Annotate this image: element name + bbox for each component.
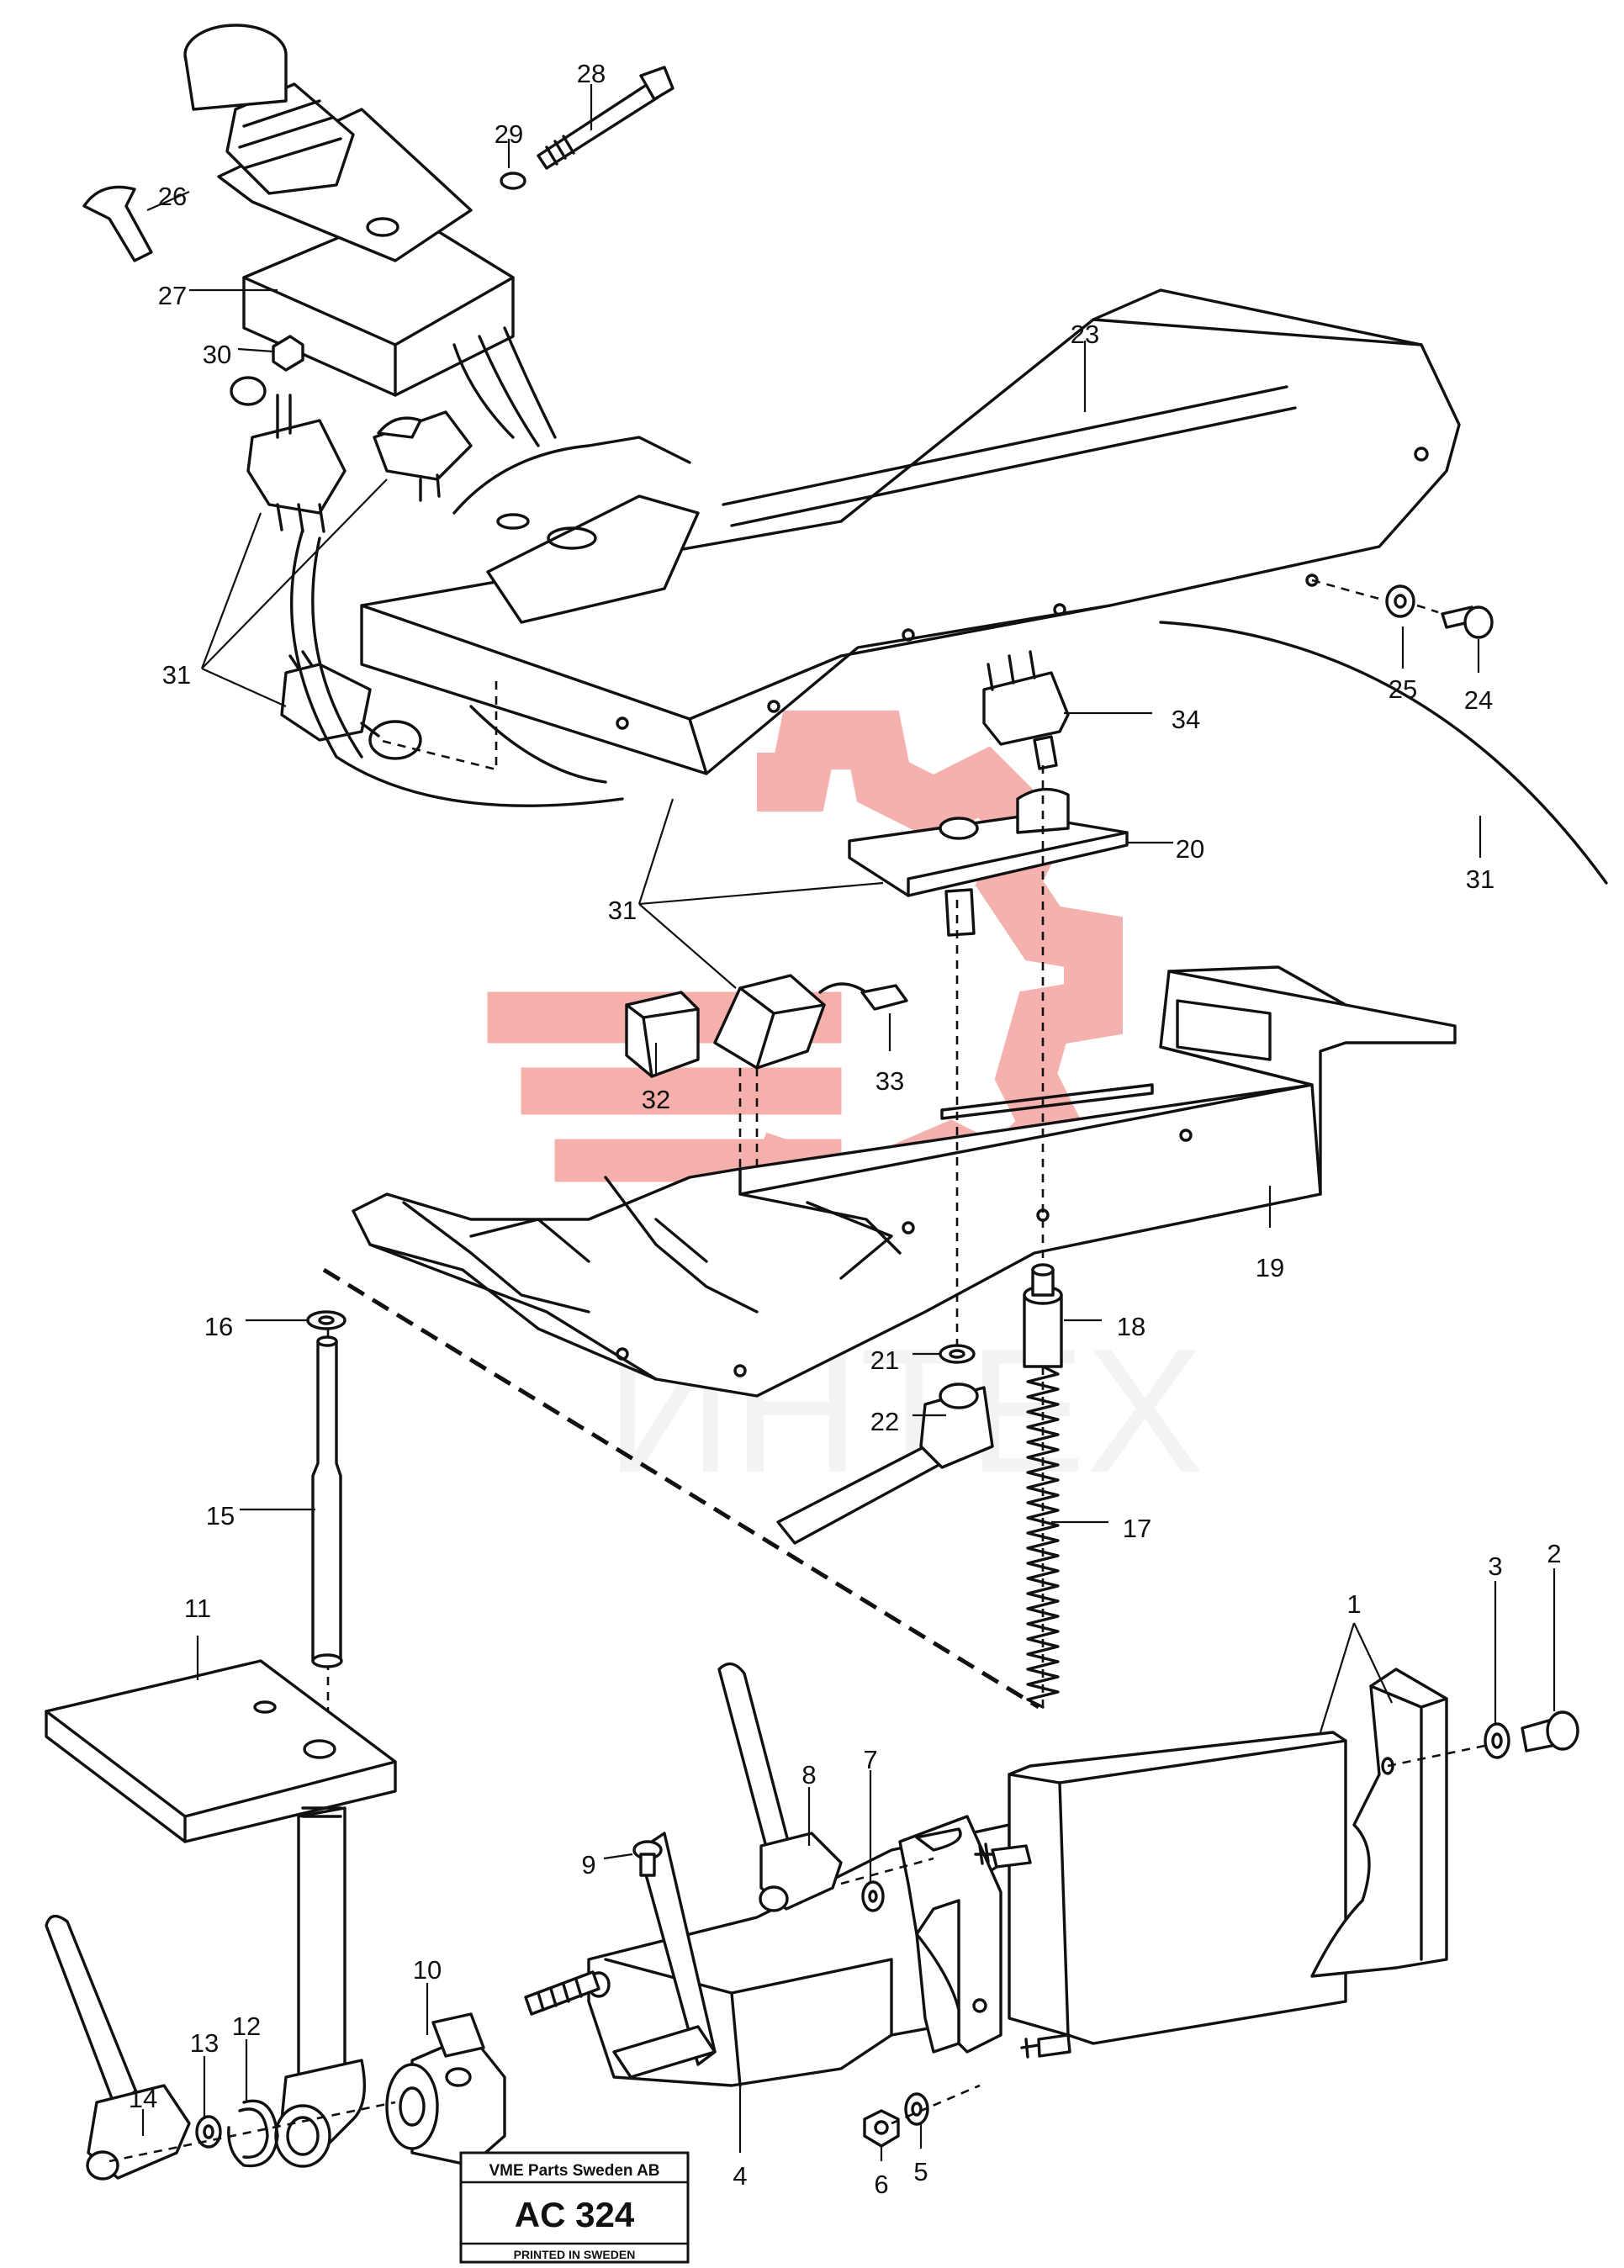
part-34-micro-switch: [982, 650, 1070, 770]
callout-30: 30: [203, 340, 231, 369]
callout-14: 14: [129, 2084, 157, 2113]
callout-21: 21: [870, 1345, 899, 1375]
stamp-code: AC 324: [515, 2195, 635, 2234]
part-21-washer: [939, 1344, 976, 1364]
leaders: [141, 84, 1556, 2161]
part-30-nut: [272, 335, 304, 372]
part-3-washer: [1484, 1722, 1510, 1759]
callout-26: 26: [158, 182, 187, 211]
assembly-line-31: [378, 681, 498, 771]
callout-15: 15: [206, 1501, 235, 1531]
callout-32: 32: [642, 1085, 670, 1114]
part-9-screw: [632, 1840, 663, 1877]
callout-25: 25: [1389, 674, 1417, 704]
assembly-line-1-3: [1387, 1743, 1489, 1768]
callout-10: 10: [413, 1955, 442, 1985]
callout-20: 20: [1176, 834, 1204, 864]
part-11-pedal: [45, 1659, 397, 2168]
part-10-bushing: [385, 2012, 506, 2167]
callout-4: 4: [733, 2161, 747, 2191]
assembly-line-24-25: [1311, 579, 1439, 614]
part-25-washer: [1385, 584, 1415, 618]
callout-11: 11: [184, 1594, 211, 1623]
part-23-console: [289, 288, 1608, 885]
callout-5: 5: [913, 2157, 928, 2186]
part-5-washer: [904, 2092, 929, 2126]
callout-16: 16: [204, 1312, 233, 1341]
part-26-knob: [82, 185, 153, 262]
part-28-bolt: [537, 66, 674, 170]
assembly-line-14-10: [108, 2101, 396, 2163]
callout-22: 22: [870, 1407, 899, 1436]
assembly-line-long: [322, 1267, 1040, 1710]
part-32-relay: [625, 991, 700, 1078]
callout-18: 18: [1117, 1312, 1145, 1341]
part-2-screw: [1521, 1710, 1579, 1753]
callout-33: 33: [875, 1066, 904, 1096]
stud-bolt: [524, 1970, 600, 2016]
part-6-nut: [863, 2109, 900, 2148]
part-15-shaft: [311, 1335, 343, 1668]
callout-7: 7: [863, 1745, 877, 1774]
callout-34: 34: [1172, 705, 1200, 734]
part-24-screw: [1441, 605, 1494, 639]
callout-1: 1: [1346, 1589, 1361, 1619]
part-31-toggle-switch: [230, 376, 346, 533]
callout-31: 31: [608, 896, 637, 925]
callout-3: 3: [1488, 1552, 1502, 1581]
stamp-footer: PRINTED IN SWEDEN: [514, 2248, 636, 2261]
assembly-line-5-6: [891, 2084, 981, 2125]
callout-31: 31: [162, 660, 191, 690]
callout-8: 8: [801, 1760, 816, 1790]
part-1-cover-plate: [974, 1668, 1448, 2059]
callout-24: 24: [1464, 685, 1493, 715]
part-12-circlip: [227, 2099, 279, 2168]
stamp-company: VME Parts Sweden AB: [489, 2162, 659, 2180]
title-stamp: VME Parts Sweden AB AC 324 PRINTED IN SW…: [459, 2151, 690, 2264]
callout-28: 28: [577, 59, 606, 88]
part-4-bracket: [587, 1815, 1011, 2087]
callout-19: 19: [1256, 1253, 1284, 1282]
part-31-relay-holder: [713, 974, 868, 1070]
part-27-control-lever: [183, 24, 557, 447]
part-22-handle: [776, 1382, 994, 1545]
part-18-sleeve: [1023, 1263, 1063, 1368]
callout-6: 6: [874, 2170, 888, 2199]
callout-29: 29: [495, 119, 523, 149]
callout-23: 23: [1071, 320, 1099, 349]
part-31-rocker-switch: [373, 410, 473, 502]
assembly-line-7-8: [840, 1857, 934, 1885]
callout-17: 17: [1123, 1514, 1151, 1543]
callout-2: 2: [1547, 1539, 1561, 1568]
callout-13: 13: [190, 2028, 219, 2058]
part-8-lever: [717, 1662, 843, 1912]
part-14-handle: [45, 1914, 191, 2181]
callout-12: 12: [232, 2012, 261, 2041]
callout-27: 27: [158, 281, 187, 310]
part-16-washer: [306, 1310, 346, 1330]
part-7-washer: [861, 1880, 885, 1912]
callout-9: 9: [581, 1850, 595, 1879]
callout-31: 31: [1466, 864, 1494, 894]
part-33-connector: [860, 984, 908, 1011]
part-29-washer: [500, 172, 526, 190]
